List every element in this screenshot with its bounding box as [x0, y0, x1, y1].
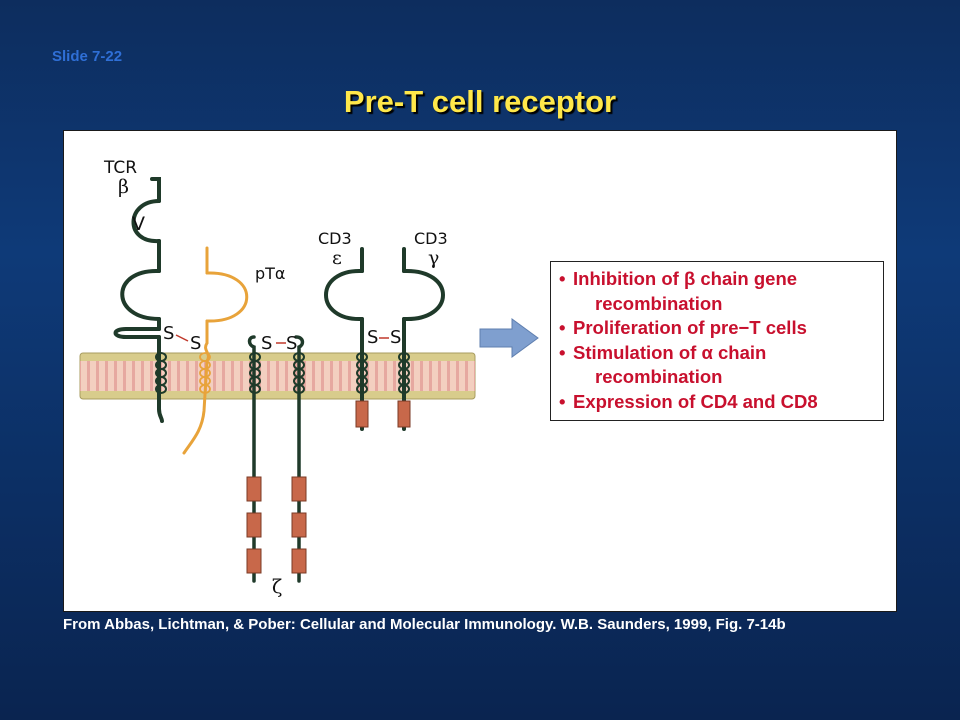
bullet-icon: • — [559, 341, 566, 363]
effect-item: • Stimulation of α chain — [559, 341, 875, 366]
effect-text: recombination — [595, 292, 723, 314]
sulfur-label-zeta-left: S — [261, 333, 272, 354]
sulfur-label-cd3-epsilon: S — [367, 327, 378, 348]
bullet-icon: • — [559, 390, 566, 412]
zeta-symbol: ζ — [272, 576, 282, 598]
pta-tm-helix — [199, 352, 211, 394]
effect-item-continuation: recombination — [559, 292, 875, 317]
zeta-itam-motifs — [246, 476, 307, 574]
beta-symbol: β — [118, 176, 129, 198]
bullet-icon: • — [559, 268, 566, 289]
tcr-pta-disulfide — [175, 334, 189, 342]
pta-label: pTα — [255, 264, 285, 283]
effect-text: Proliferation of pre−T cells — [573, 317, 807, 338]
cd3-gamma-itam — [397, 400, 411, 428]
v-domain-label: V — [132, 213, 145, 235]
effect-text: recombination — [595, 366, 723, 387]
effects-box: • Inhibition of β chain gene recombinati… — [550, 261, 884, 421]
figure-panel: TCR β V pTα CD3 ε CD3 γ ζ S S S S S S • … — [63, 130, 897, 612]
citation: From Abbas, Lichtman, & Pober: Cellular … — [63, 616, 786, 633]
pre-t-cell-receptor-diagram: TCR β V pTα CD3 ε CD3 γ ζ S S S S S S — [79, 158, 539, 598]
sulfur-label-pta: S — [190, 333, 201, 354]
arrow-right-icon — [479, 318, 539, 358]
effect-item: • Expression of CD4 and CD8 — [559, 390, 875, 415]
effect-item: • Proliferation of pre−T cells — [559, 316, 875, 341]
cd3-epsilon-label: CD3 — [318, 229, 352, 248]
gamma-symbol: γ — [428, 247, 439, 269]
slide-number: Slide 7-22 — [52, 48, 123, 65]
zeta-chain-left — [247, 335, 256, 583]
epsilon-symbol: ε — [332, 247, 342, 269]
cd3-epsilon-tm-helix — [356, 352, 368, 394]
effect-text: Stimulation of α chain — [573, 341, 767, 363]
sulfur-label-tcr: S — [163, 323, 174, 344]
effect-text: Expression of CD4 and CD8 — [573, 390, 818, 412]
effect-item: • Inhibition of β chain gene — [559, 267, 875, 292]
cd3-gamma-tm-helix — [398, 352, 410, 394]
tcr-beta-chain — [113, 177, 164, 423]
zeta-tm-helices — [249, 352, 305, 394]
tcr-label: TCR — [103, 158, 137, 178]
sulfur-label-zeta-right: S — [286, 333, 297, 354]
cd3-gamma-label: CD3 — [414, 229, 448, 248]
effect-item-continuation: recombination — [559, 365, 875, 390]
cell-membrane — [79, 352, 476, 400]
slide-title: Pre-T cell receptor — [343, 84, 617, 119]
sulfur-label-cd3-gamma: S — [390, 327, 401, 348]
pta-chain — [182, 246, 249, 455]
bullet-icon: • — [559, 317, 566, 338]
zeta-chain-right — [294, 335, 305, 583]
effect-text: Inhibition of β chain gene — [573, 268, 798, 289]
tcr-beta-tm-helix — [155, 352, 167, 394]
cd3-epsilon-itam — [355, 400, 369, 428]
